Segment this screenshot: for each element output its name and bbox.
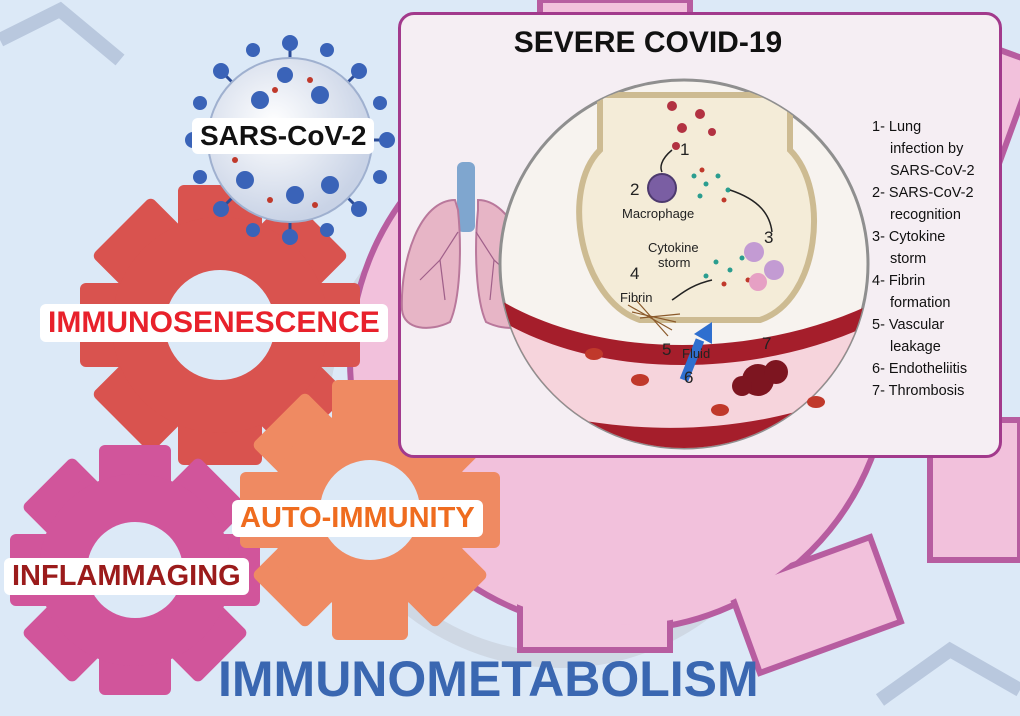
autoimmunity-label: AUTO-IMMUNITY <box>232 500 483 537</box>
legend-text: 1- Lung <box>872 119 922 135</box>
immunosenescence-label: IMMUNOSENESCENCE <box>40 304 388 342</box>
legend-text: leakage <box>890 339 941 355</box>
legend-text: formation <box>890 295 951 311</box>
fibrin-label: Fibrin <box>620 290 653 305</box>
legend-text: 4- Fibrin <box>872 273 926 289</box>
step-number-5: 5 <box>662 340 672 359</box>
legend-text: 5- Vascular <box>872 317 945 333</box>
legend-text: 3- Cytokine <box>872 229 946 245</box>
legend-text: infection by <box>890 141 964 157</box>
panel-title: SEVERE COVID-19 <box>513 26 783 59</box>
step-number-3: 3 <box>764 228 774 247</box>
virus-label: SARS-CoV-2 <box>192 118 375 154</box>
legend-text: recognition <box>890 207 961 223</box>
legend-item-3: 3- Cytokine storm <box>872 226 975 270</box>
legend-text: SARS-CoV-2 <box>890 163 975 179</box>
legend-item-6: 6- Endotheliitis <box>872 358 975 380</box>
step-number-6: 6 <box>684 368 694 387</box>
step-number-2: 2 <box>630 180 640 199</box>
fluid-label: Fluid <box>682 346 711 361</box>
decor-zigzag <box>0 1 125 66</box>
legend-text: 7- Thrombosis <box>872 383 965 399</box>
macrophage-label: Macrophage <box>622 206 695 221</box>
cytokine-label: Cytokine <box>648 240 699 255</box>
immunometabolism-label: IMMUNOMETABOLISM <box>218 651 759 707</box>
storm-label: storm <box>658 255 691 270</box>
legend-item-2: 2- SARS-CoV-2 recognition <box>872 182 975 226</box>
legend-item-4: 4- Fibrin formation <box>872 270 975 314</box>
legend-text: storm <box>890 251 927 267</box>
step-number-1: 1 <box>680 140 690 159</box>
legend-text: 2- SARS-CoV-2 <box>872 185 974 201</box>
legend-item-5: 5- Vascular leakage <box>872 314 975 358</box>
decor-zigzag <box>875 641 1020 706</box>
step-number-7: 7 <box>762 334 772 353</box>
inflammaging-label: INFLAMMAGING <box>4 558 249 595</box>
legend-text: 6- Endotheliitis <box>872 361 968 377</box>
legend-item-1: 1- Lung infection by SARS-CoV-2 <box>872 116 975 182</box>
legend: 1- Lung infection by SARS-CoV-2 2- SARS-… <box>872 116 975 402</box>
step-number-4: 4 <box>630 264 640 283</box>
legend-item-7: 7- Thrombosis <box>872 380 975 402</box>
alveolus-zoom <box>498 78 870 450</box>
